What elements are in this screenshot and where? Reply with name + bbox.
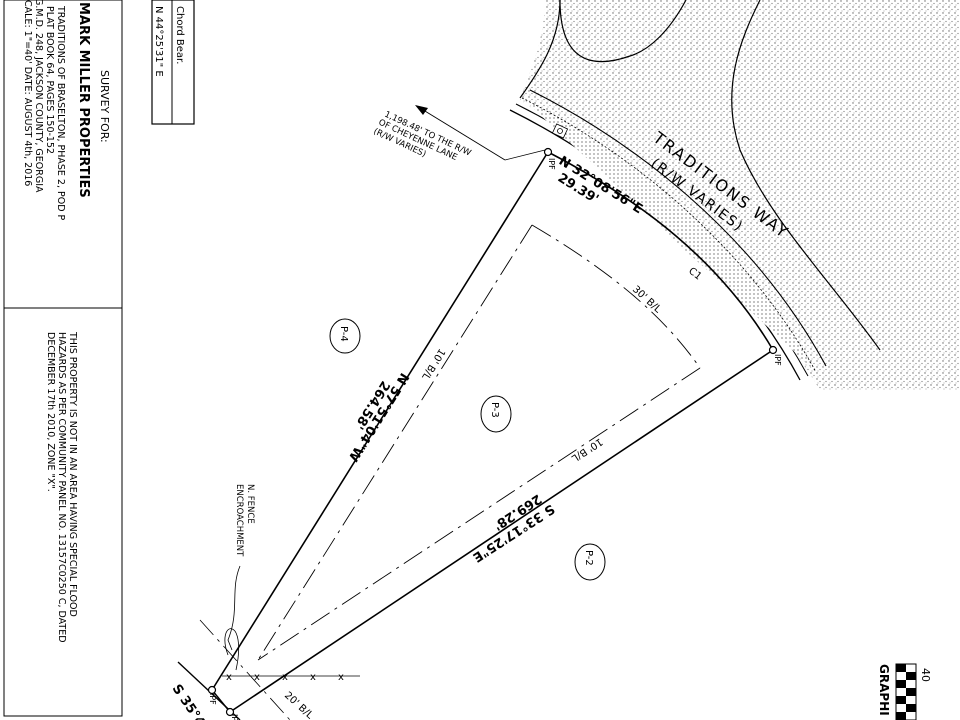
curve-table-header: Chord Bear. [174,6,185,64]
setback-30-label: 30' B/L [630,284,663,316]
scale-label: GRAPHI [877,664,891,716]
flood-line-1: THIS PROPERTY IS NOT IN AN AREA HAVING S… [67,331,78,617]
road-traditions-way: TRADITIONS WAY (R/W VARIES) [509,0,960,390]
title-line-4: SCALE: 1"=40' DATE: AUGUST 4th, 2016 [22,0,33,186]
curve-table: Chord Bear. N 44°25'31" E [151,0,195,125]
setback-20-label: 20' B/L [282,690,315,720]
title-line-1: TRADITIONS OF BRASELTON, PHASE 2, POD P [55,5,66,221]
parcel-p4: P-4 [338,326,349,342]
setback-10-south-label: 10' B/L [569,435,604,463]
title-block: SURVEY FOR: MARK MILLER PROPERTIES TRADI… [3,0,123,717]
title-line-3: G.M.D. 248, JACKSON COUNTY, GEORGIA [33,0,44,193]
curve-table-chord-bearing: N 44°25'31" E [153,6,164,77]
flood-note: THIS PROPERTY IS NOT IN AN AREA HAVING S… [45,331,78,643]
fence-mark: x [226,672,232,683]
fence-mark: x [282,672,288,683]
scale-value: 40 [919,668,932,682]
flood-line-2: HAZARDS AS PER COMMUNITY PANEL NO. 13157… [56,332,67,643]
title-line-2: PLAT BOOK 64, PAGES 150-152 [44,6,55,154]
ipf-label-north: IPF [547,158,556,170]
scale-checker [895,663,917,720]
bottom-line-bearing: S 35°4 [169,682,208,720]
bearings: N 32°08'56"E 29.39' N 57°51'04"W 264.58'… [169,154,645,720]
fence-mark: x [254,672,260,683]
iron-pins: IPF IPF IPF IPF [207,147,782,720]
setback-lines [199,224,701,720]
fence-mark: x [338,672,344,683]
parcel-p2: P-2 [583,550,594,566]
lot-boundary [177,151,774,720]
fence-line: x x x x x N. FENCE ENCROACHMENT [222,484,360,683]
fence-mark: x [310,672,316,683]
client-name: MARK MILLER PROPERTIES [76,2,91,198]
curve-label: C1 [686,266,703,283]
ipf-label-south: IPF [230,714,239,720]
parcel-labels: P-4 P-3 P-2 [329,318,606,581]
fence-note-line-1: N. FENCE [245,484,255,524]
graphic-scale: 40 GRAPHI [877,663,932,720]
ipf-label-east: IPF [773,354,782,366]
tie-note: 1,198.48' TO THE R/W OF CHEYENNE LANE (R… [372,105,546,163]
survey-for-label: SURVEY FOR: [98,70,111,143]
fence-note-line-2: ENCROACHMENT [234,484,244,557]
ipf-label-southwest: IPF [208,693,217,705]
flood-line-3: DECEMBER 17th 2010, ZONE "X". [45,332,56,492]
parcel-p3: P-3 [489,402,500,418]
